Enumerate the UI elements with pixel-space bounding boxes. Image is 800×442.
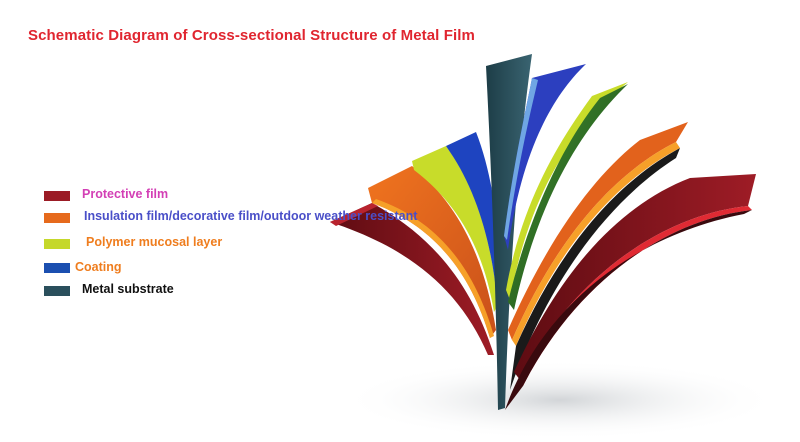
- left-coating-strip: [446, 132, 500, 300]
- floor-shadow: [340, 360, 780, 440]
- page-title: Schematic Diagram of Cross-sectional Str…: [28, 27, 475, 44]
- right-protective-film-strip: [514, 174, 756, 380]
- right-insulation-film-strip: [508, 122, 688, 340]
- right-coating-highlight: [504, 78, 538, 240]
- left-protective-film-edge: [330, 203, 378, 226]
- left-insulation-film-strip: [368, 166, 496, 338]
- left-polymer-mucosal-strip: [412, 146, 498, 312]
